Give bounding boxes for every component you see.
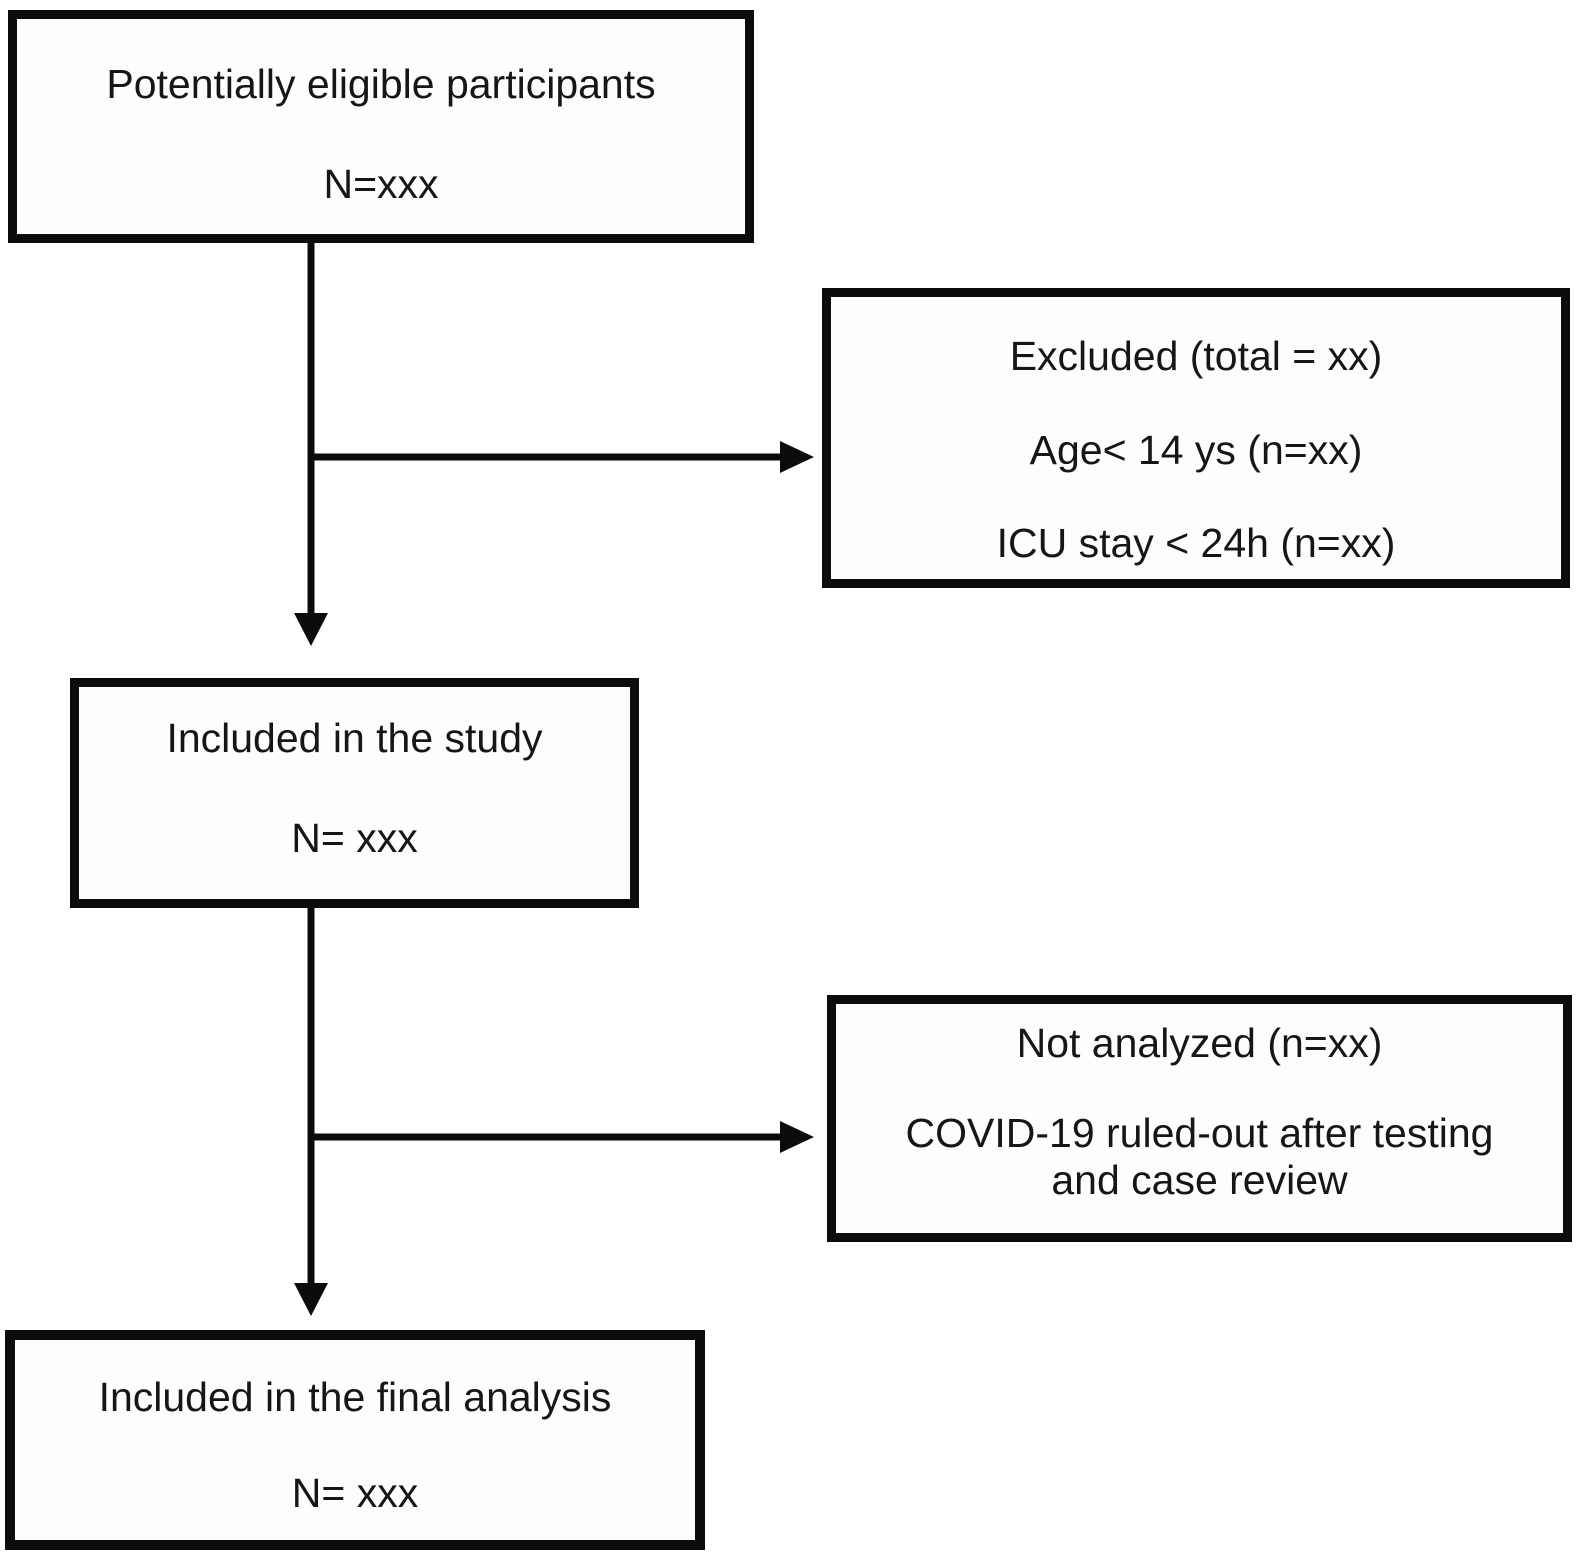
arrow-included-study-to-final-analysis <box>294 908 328 1316</box>
box-included-in-study-count: N= xxx <box>291 814 418 861</box>
box-included-in-final-analysis-count: N= xxx <box>291 1469 419 1516</box>
arrow-eligible-to-included-study <box>294 243 328 646</box>
box-excluded-title: Excluded (total = xx) <box>1009 333 1383 379</box>
box-potentially-eligible-count: N=xxx <box>323 160 439 207</box>
box-included-in-final-analysis: Included in the final analysis N= xxx <box>5 1330 705 1550</box>
box-included-in-study: Included in the study N= xxx <box>70 678 639 908</box>
box-excluded: Excluded (total = xx) Age< 14 ys (n=xx) … <box>822 288 1570 588</box>
box-included-in-final-analysis-title: Included in the final analysis <box>98 1374 612 1420</box>
arrow-included-study-to-not-analyzed <box>308 1121 814 1153</box>
box-potentially-eligible-title: Potentially eligible participants <box>106 61 656 107</box>
arrow-eligible-to-excluded <box>308 441 814 473</box>
box-excluded-reason-icu-stay: ICU stay < 24h (n=xx) <box>996 520 1396 567</box>
box-included-in-study-title: Included in the study <box>166 715 543 761</box>
box-not-analyzed-reason: COVID-19 ruled-out after testing and cas… <box>905 1109 1494 1204</box>
box-not-analyzed: Not analyzed (n=xx) COVID-19 ruled-out a… <box>827 995 1572 1242</box>
box-potentially-eligible: Potentially eligible participants N=xxx <box>8 10 754 243</box>
box-not-analyzed-title: Not analyzed (n=xx) <box>1016 1020 1383 1066</box>
box-excluded-reason-age: Age< 14 ys (n=xx) <box>1029 426 1363 473</box>
